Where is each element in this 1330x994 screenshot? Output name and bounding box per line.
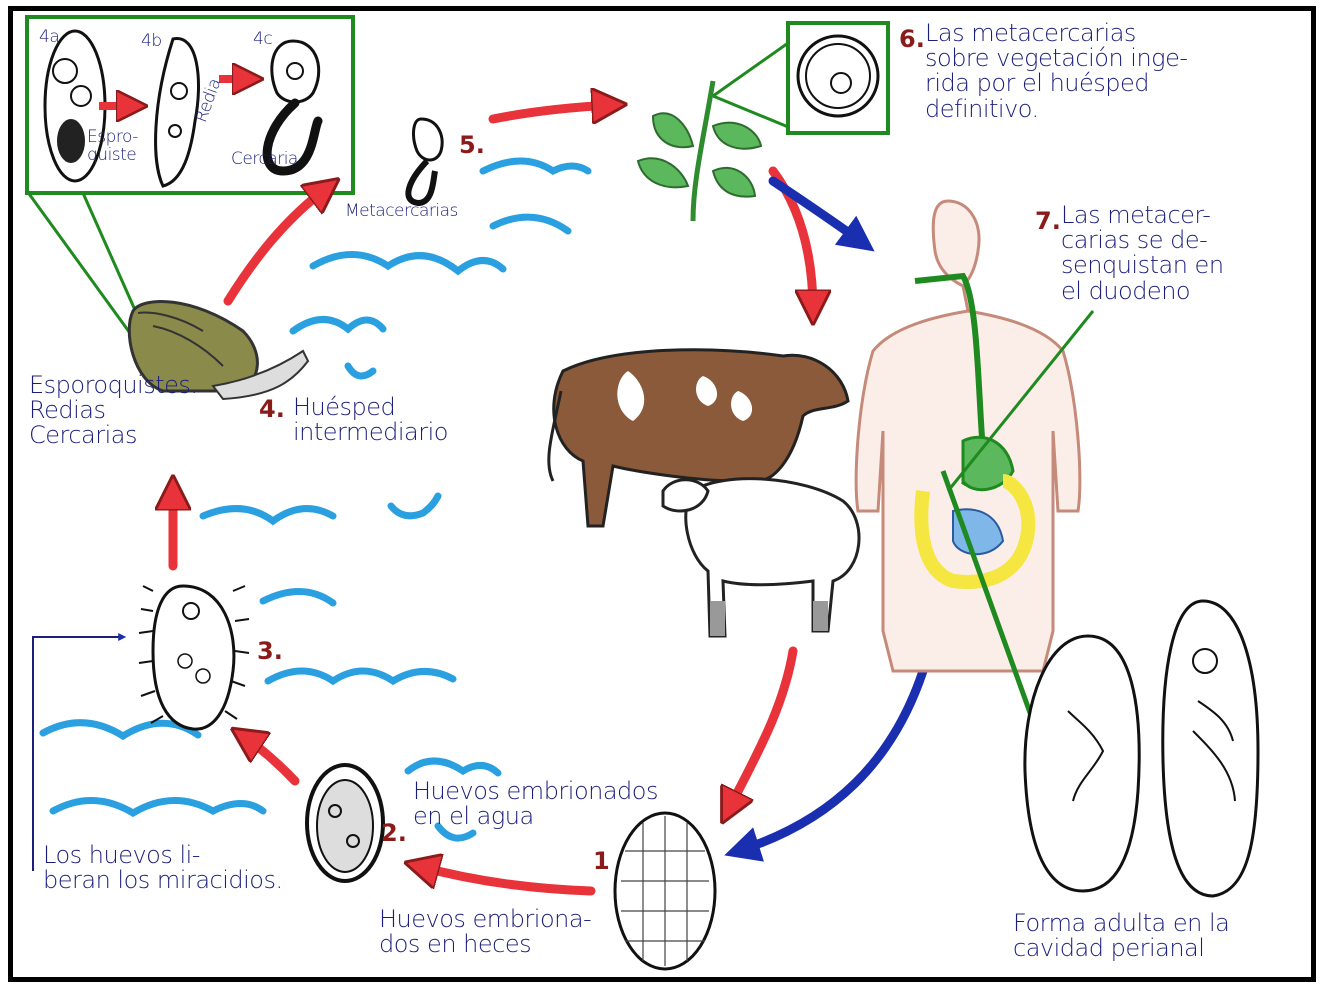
label-4a: 4a — [39, 29, 59, 47]
step-2-number: 2. — [381, 819, 407, 847]
arrow-release-return — [33, 637, 123, 871]
step-1-label: Huevos embriona- dos en heces — [379, 907, 591, 957]
arrow-snail-to-cercaria — [228, 187, 328, 301]
label-4b: 4b — [141, 33, 162, 51]
arrow-cow-to-egg — [728, 651, 793, 811]
arrow-human-to-egg — [738, 671, 923, 851]
step-7-number: 7. — [1035, 207, 1061, 235]
diagram-frame: 4a 4b 4c Espro- quiste Redia Cercaria 5.… — [8, 6, 1316, 982]
step-5-label: Metacercarias — [345, 203, 458, 221]
step-7-label: Las metacer- carias se de- senquistan en… — [1061, 203, 1224, 304]
label-sporocyst: Espro- quiste — [87, 129, 138, 165]
arrow-to-plant — [493, 105, 613, 119]
step-6-label: Las metacercarias sobre vegetación inge-… — [925, 21, 1188, 122]
sheep-icon — [663, 479, 859, 636]
life-cycle-illustration — [13, 11, 1313, 979]
step-1-number: 1 — [593, 847, 610, 875]
arrow-water-egg-to-miracidium — [243, 736, 295, 781]
label-cercaria: Cercaria — [231, 151, 298, 169]
human-body-icon — [856, 201, 1093, 721]
adult-form-label: Forma adulta en la cavidad perianal — [1013, 911, 1229, 961]
step-5-number: 5. — [459, 131, 485, 159]
step-6-number: 6. — [899, 25, 925, 53]
adult-fluke-icon — [1025, 601, 1258, 896]
water-waves — [43, 161, 588, 838]
step-4-number: 4. — [259, 395, 285, 423]
arrow-plant-to-human — [773, 181, 863, 243]
egg-icon — [615, 813, 715, 969]
plant-icon — [638, 36, 798, 221]
step-4-label: Huésped intermediario — [293, 395, 448, 445]
step-4-stages: Esporoquistes. Redias Cercarias — [29, 373, 198, 449]
miracidium-icon — [139, 586, 249, 729]
label-4c: 4c — [253, 31, 272, 49]
cercaria-icon-5 — [408, 119, 442, 203]
water-egg-icon — [307, 765, 383, 881]
step-3-number: 3. — [257, 637, 283, 665]
arrow-egg-to-water-egg — [418, 866, 591, 891]
metacercaria-cyst-icon — [788, 23, 888, 133]
step-3-label: Los huevos li- beran los miracidios. — [43, 843, 283, 893]
step-2-label: Huevos embrionados en el agua — [413, 779, 658, 829]
